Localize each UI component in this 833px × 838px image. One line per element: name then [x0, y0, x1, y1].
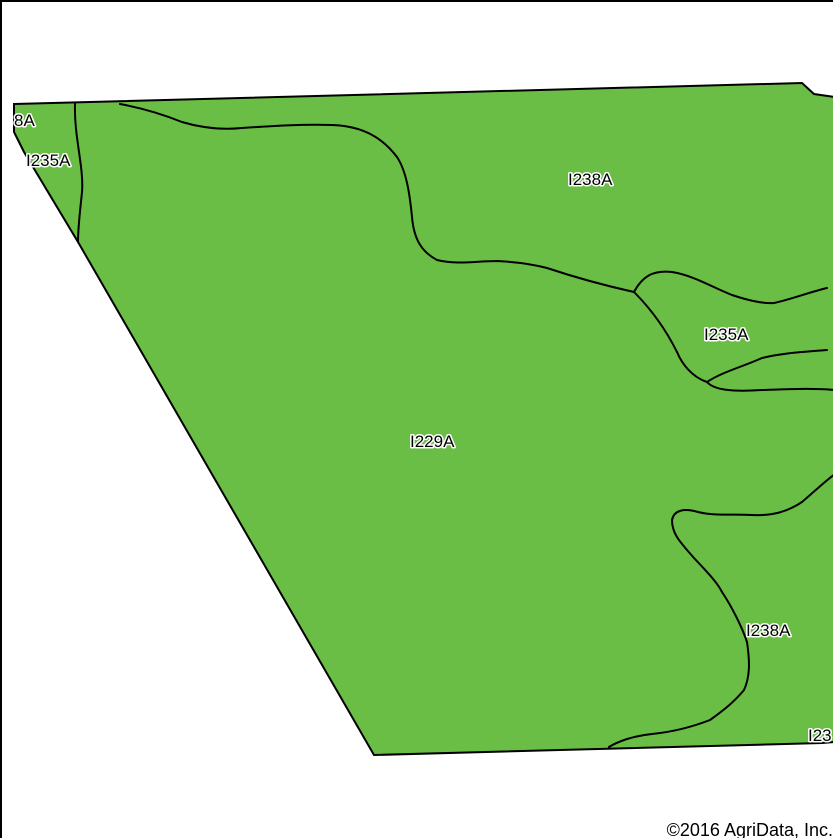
soil-boundary-mid: [633, 291, 708, 383]
soil-boundary-band-lower: [706, 381, 833, 392]
soil-label: I23: [808, 726, 832, 745]
soil-label: I235A: [704, 325, 749, 344]
soil-label: I238A: [568, 170, 613, 189]
soil-boundary-lobe: [633, 270, 828, 305]
soil-label: 8A: [14, 111, 35, 130]
soil-label: I235A: [26, 151, 71, 170]
soil-boundary-north: [119, 103, 635, 293]
copyright-notice: ©2016 AgriData, Inc.: [666, 820, 833, 838]
soil-boundary-west: [73, 103, 84, 243]
field-boundary: [13, 81, 833, 757]
soil-label: I229A: [410, 432, 455, 451]
soil-boundary-southeast: [608, 474, 833, 748]
soil-boundary-band-upper: [706, 349, 828, 383]
soil-label: I238A: [746, 621, 791, 640]
